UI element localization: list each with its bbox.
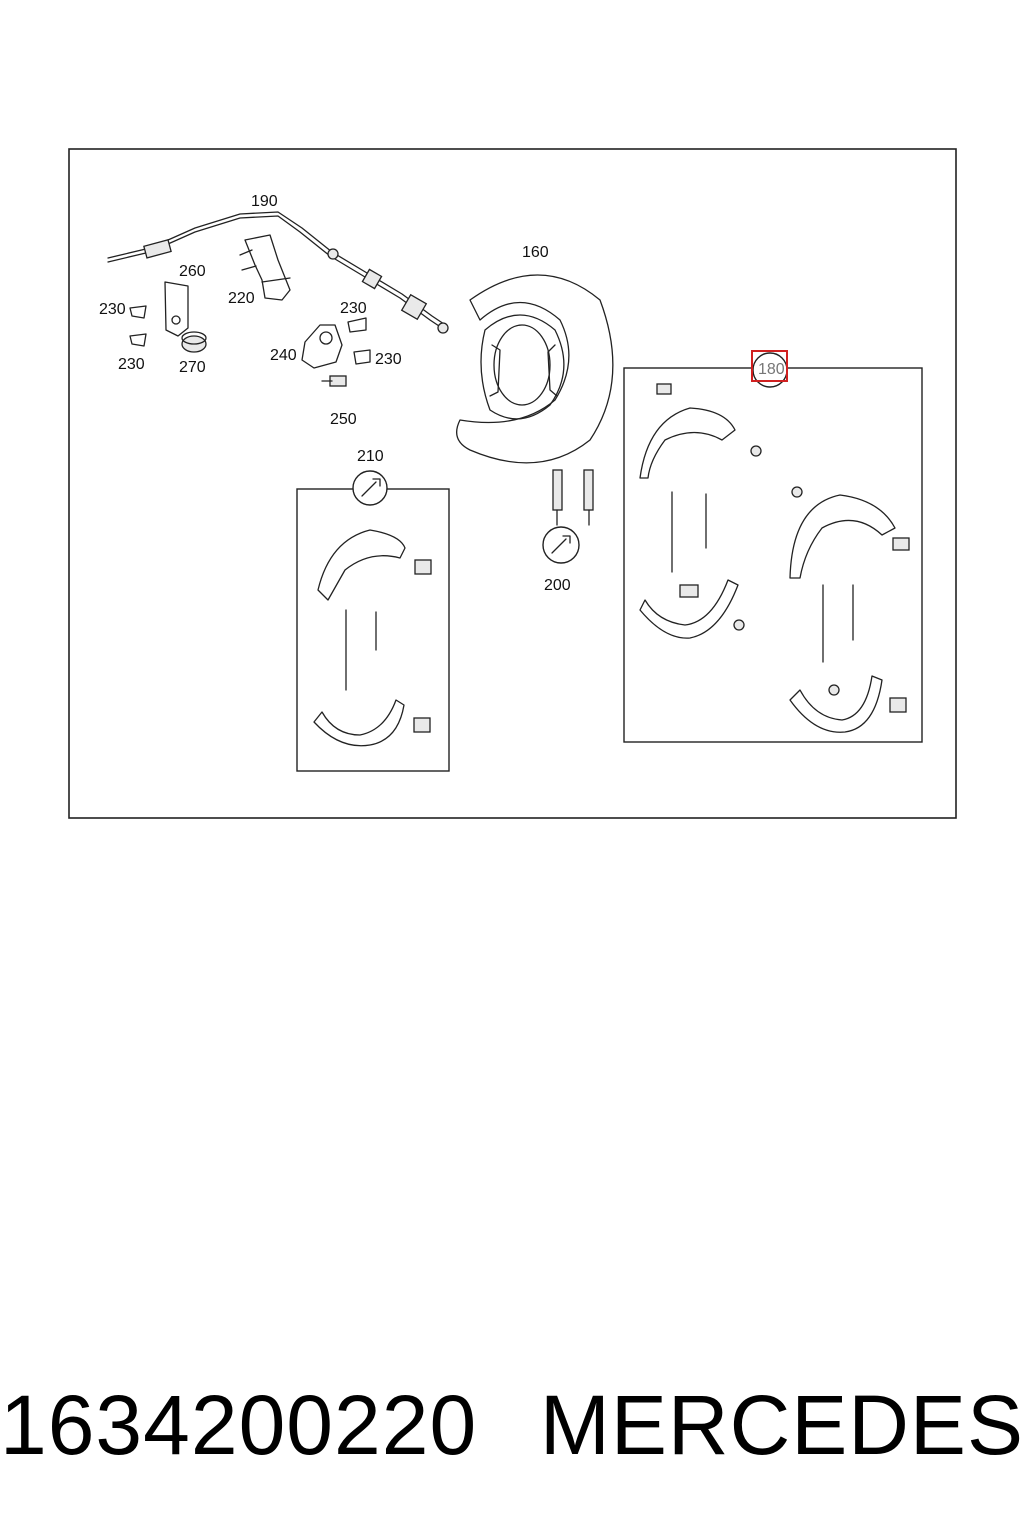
bolt-250	[321, 375, 347, 387]
clip-230-c	[347, 317, 367, 333]
grommet-270	[181, 331, 207, 353]
part-number: 1634200220	[0, 1377, 478, 1472]
callout-260[interactable]: 260	[179, 263, 206, 280]
cable-clip	[239, 234, 291, 301]
callout-210[interactable]: 210	[357, 448, 384, 465]
callout-240[interactable]: 240	[270, 347, 297, 364]
diagram-frame	[68, 148, 957, 819]
adjuster-kit	[542, 469, 594, 564]
callout-160[interactable]: 160	[522, 244, 549, 261]
callout-190[interactable]: 190	[251, 193, 278, 210]
brake-backing-plate	[456, 274, 614, 464]
callout-180[interactable]: 180	[758, 361, 785, 378]
callout-220[interactable]: 220	[228, 290, 255, 307]
callout-270[interactable]: 270	[179, 359, 206, 376]
callout-180-highlight	[751, 350, 788, 382]
callout-250[interactable]: 250	[330, 411, 357, 428]
callout-230-c[interactable]: 230	[340, 300, 367, 317]
subkit-180-parts	[639, 383, 910, 733]
callout-200[interactable]: 200	[544, 577, 571, 594]
callout-230-b[interactable]: 230	[118, 356, 145, 373]
parking-brake-cable	[107, 211, 449, 334]
callout-230-d[interactable]: 230	[375, 351, 402, 368]
clip-230-a	[129, 305, 147, 319]
parts-diagram: 190 220 260 270 230 230 240 250 230 230 …	[68, 148, 957, 819]
clip-230-b	[129, 333, 147, 347]
subkit-180-box	[623, 367, 923, 743]
subkit-210-parts	[313, 529, 432, 747]
brand-name: MERCEDES	[539, 1377, 1024, 1472]
clip-230-d	[353, 349, 371, 365]
bracket-260	[164, 281, 189, 337]
bracket-240	[301, 324, 343, 369]
product-caption: 1634200220 MERCEDES	[0, 1370, 1024, 1480]
callout-230-a[interactable]: 230	[99, 301, 126, 318]
